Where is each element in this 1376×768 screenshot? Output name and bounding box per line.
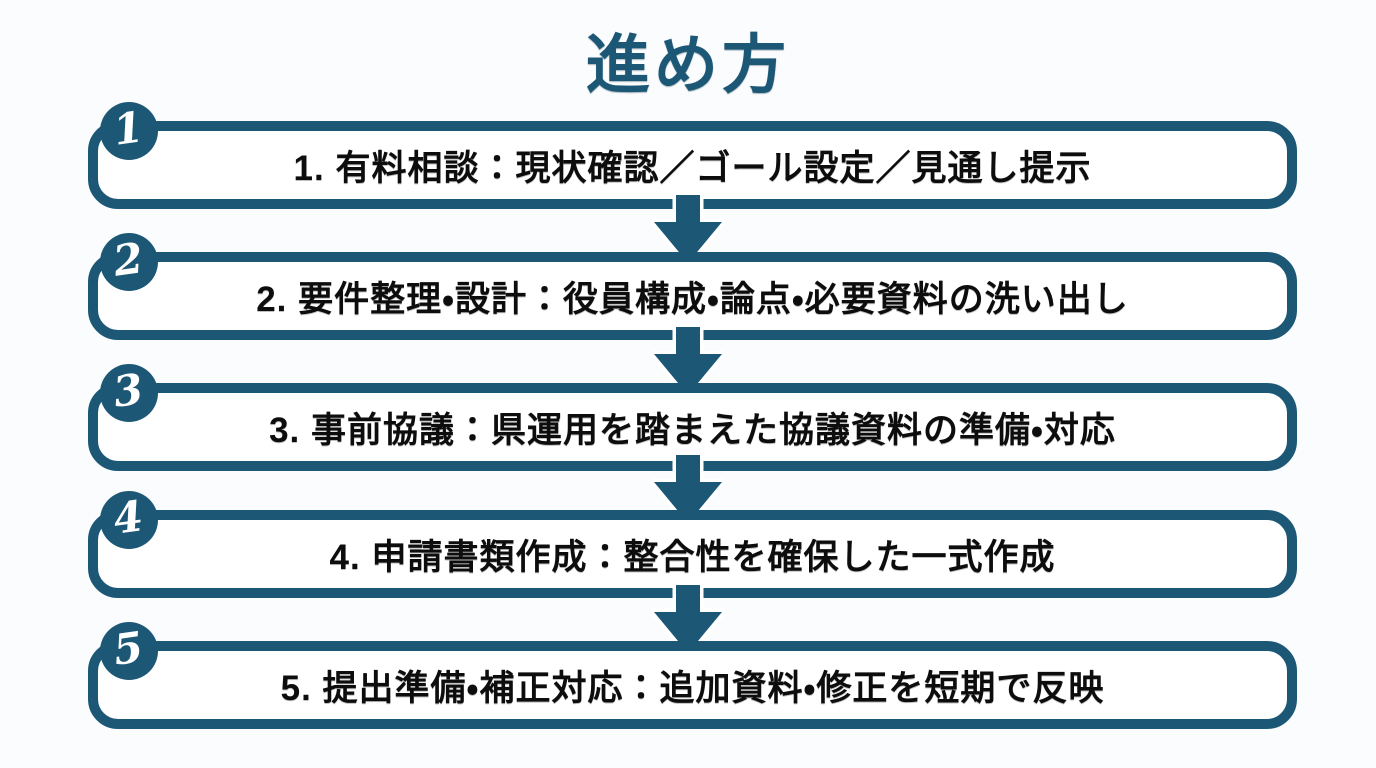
step-number: 4 [110, 491, 147, 544]
step-number: 5 [110, 622, 147, 675]
step-number: 1 [110, 102, 147, 155]
step-label: 5. 提出準備・補正対応：追加資料・修正を短期で反映 [280, 668, 1105, 708]
step-label: 2. 要件整理・設計：役員構成・論点・必要資料の洗い出し [256, 279, 1129, 319]
down-arrow-icon [650, 194, 726, 266]
step-number: 2 [110, 233, 147, 286]
down-arrow-icon [650, 326, 726, 398]
step-box-5: 5 5. 提出準備・補正対応：追加資料・修正を短期で反映 [88, 622, 1297, 729]
step-label: 3. 事前協議：県運用を踏まえた協議資料の準備・対応 [269, 410, 1116, 450]
down-arrow-icon [650, 584, 726, 656]
step-number: 3 [110, 364, 147, 417]
page-title: 進め方 [586, 29, 790, 101]
step-number-badge: 4 [100, 491, 158, 549]
step-number-badge: 3 [100, 364, 158, 422]
step-number-badge: 2 [100, 233, 158, 291]
step-number-badge: 5 [100, 622, 158, 680]
step-label: 1. 有料相談：現状確認／ゴール設定／見通し提示 [293, 148, 1092, 188]
step-label: 4. 申請書類作成：整合性を確保した一式作成 [329, 537, 1056, 577]
down-arrow-icon [650, 454, 726, 526]
step-number-badge: 1 [100, 102, 158, 160]
